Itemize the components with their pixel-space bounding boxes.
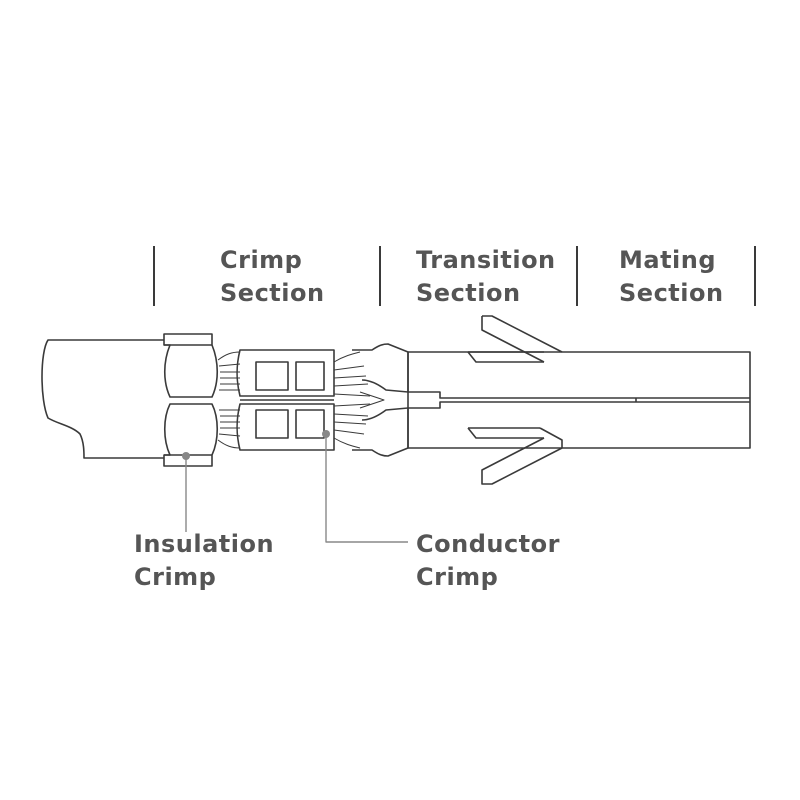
- mating-section-label: Mating Section: [619, 244, 724, 310]
- wire-strands-right: [333, 351, 385, 449]
- mating-section-label-line2: Section: [619, 279, 724, 307]
- transition-body: [352, 343, 450, 457]
- insulation-crimp-label: Insulation Crimp: [134, 528, 274, 594]
- conductor-callout-dot: [322, 430, 330, 438]
- locking-lance-lower: [467, 427, 563, 485]
- conductor-callout-line: [325, 434, 408, 543]
- wire-cable: [41, 339, 164, 459]
- mating-body: [408, 351, 751, 449]
- insulation-crimp-label-line2: Crimp: [134, 563, 217, 591]
- transition-section-label-line1: Transition: [416, 246, 556, 274]
- conductor-crimp-label: Conductor Crimp: [416, 528, 560, 594]
- insulation-crimp-label-line1: Insulation: [134, 530, 275, 558]
- conductor-crimp-label-line1: Conductor: [416, 530, 560, 558]
- locking-lance-upper: [467, 315, 563, 363]
- insulation-crimp: [163, 333, 219, 467]
- callout-lines: [182, 430, 408, 543]
- conductor-crimp-label-line2: Crimp: [416, 563, 499, 591]
- transition-section-label-line2: Section: [416, 279, 521, 307]
- crimp-section-label: Crimp Section: [220, 244, 325, 310]
- mating-section-label-line1: Mating: [619, 246, 717, 274]
- section-dividers: [153, 246, 756, 306]
- crimp-section-label-line2: Section: [220, 279, 325, 307]
- insulation-callout-dot: [182, 452, 190, 460]
- conductor-crimp: [236, 349, 335, 451]
- transition-section-label: Transition Section: [416, 244, 556, 310]
- crimp-section-label-line1: Crimp: [220, 246, 303, 274]
